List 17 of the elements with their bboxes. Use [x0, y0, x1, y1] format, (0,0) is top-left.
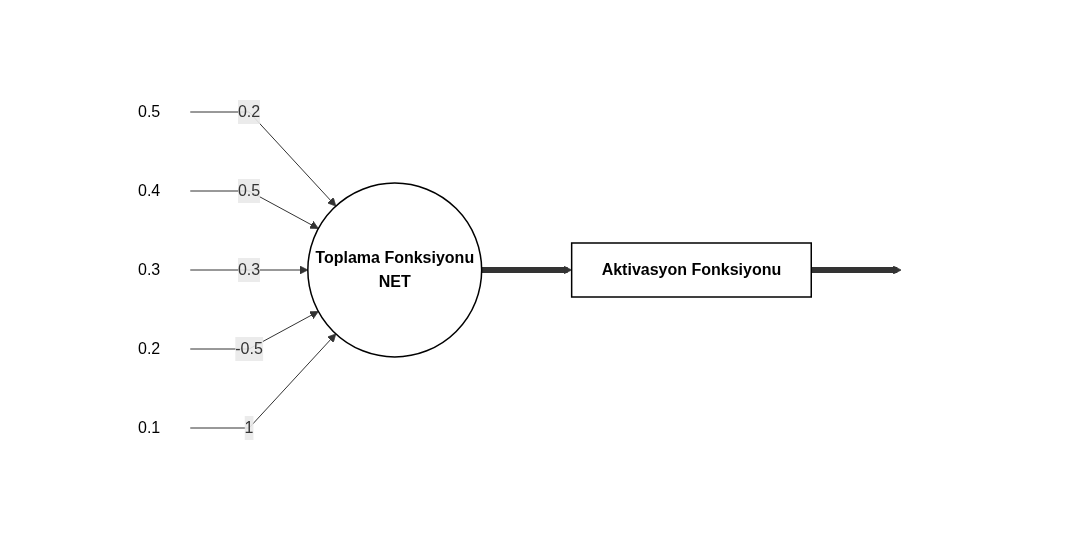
node-box: Aktivasyon Fonksiyonu [570, 242, 812, 298]
arrow [189, 333, 337, 429]
node-text: 0.4 [137, 182, 161, 199]
edge-label: 0.3 [237, 261, 261, 278]
edge-label: -0.5 [235, 340, 263, 357]
node-circle: Toplama Fonksiyonu NET [306, 182, 483, 358]
edge-label: 1 [244, 419, 254, 436]
edge-label: 0.2 [237, 103, 261, 120]
arrow [189, 111, 337, 207]
arrow [481, 265, 572, 275]
edge-label: 0.5 [237, 182, 261, 199]
node-text: 0.2 [137, 340, 161, 357]
node-text: 0.3 [137, 261, 161, 278]
node-text: 0.5 [137, 103, 161, 120]
arrow [811, 265, 902, 275]
node-text: 0.1 [137, 419, 161, 436]
arrow [189, 190, 319, 229]
